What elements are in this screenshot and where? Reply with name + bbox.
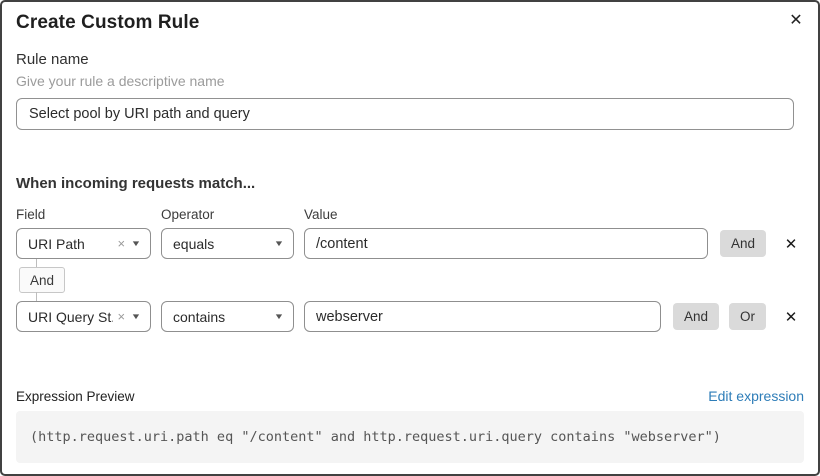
field-select-value: URI Query St... xyxy=(28,308,114,325)
value-column-label: Value xyxy=(304,207,338,222)
and-button[interactable]: And xyxy=(672,303,719,330)
rule-name-label: Rule name xyxy=(16,51,89,68)
delete-row-icon[interactable]: ✕ xyxy=(780,303,802,330)
field-select[interactable]: URI Query St... × ▼ xyxy=(16,301,151,332)
operator-column-label: Operator xyxy=(161,207,215,222)
operator-select-value: contains xyxy=(173,308,226,325)
chevron-down-icon: ▼ xyxy=(130,238,142,248)
close-icon[interactable]: ✕ xyxy=(784,8,808,32)
chevron-down-icon: ▼ xyxy=(130,311,142,321)
expression-preview-header: Expression Preview Edit expression xyxy=(16,388,804,404)
chevron-down-icon: ▼ xyxy=(273,238,285,248)
and-button[interactable]: And xyxy=(719,230,766,257)
rule-name-helper: Give your rule a descriptive name xyxy=(16,73,225,89)
field-select[interactable]: URI Path × ▼ xyxy=(16,228,151,259)
rule-name-section: Rule name Give your rule a descriptive n… xyxy=(16,51,804,130)
operator-select[interactable]: contains ▼ xyxy=(161,301,294,332)
clear-icon[interactable]: × xyxy=(117,236,126,251)
operator-select[interactable]: equals ▼ xyxy=(161,228,294,259)
value-input[interactable] xyxy=(304,228,708,259)
value-input[interactable] xyxy=(304,301,661,332)
field-select-value: URI Path xyxy=(28,235,85,252)
dialog-title: Create Custom Rule xyxy=(16,12,200,33)
chevron-down-icon: ▼ xyxy=(273,311,285,321)
matcher-heading: When incoming requests match... xyxy=(16,175,256,192)
condition-row: URI Query St... × ▼ contains ▼ And Or ✕ xyxy=(16,301,804,332)
matcher-column-labels: Field Operator Value xyxy=(16,207,804,222)
condition-row: URI Path × ▼ equals ▼ And ✕ xyxy=(16,228,804,259)
connector-and-badge[interactable]: And xyxy=(19,267,66,293)
condition-connector: And xyxy=(16,259,804,301)
delete-row-icon[interactable]: ✕ xyxy=(780,230,802,257)
clear-icon[interactable]: × xyxy=(117,309,126,324)
field-column-label: Field xyxy=(16,207,46,222)
rule-name-input[interactable] xyxy=(16,98,794,130)
connector-line xyxy=(36,292,37,301)
connector-line xyxy=(36,259,37,267)
expression-code-block: (http.request.uri.path eq "/content" and… xyxy=(16,411,804,463)
expression-preview-label: Expression Preview xyxy=(16,389,135,404)
edit-expression-link[interactable]: Edit expression xyxy=(708,388,804,404)
operator-select-value: equals xyxy=(173,235,215,252)
or-button[interactable]: Or xyxy=(729,303,766,330)
